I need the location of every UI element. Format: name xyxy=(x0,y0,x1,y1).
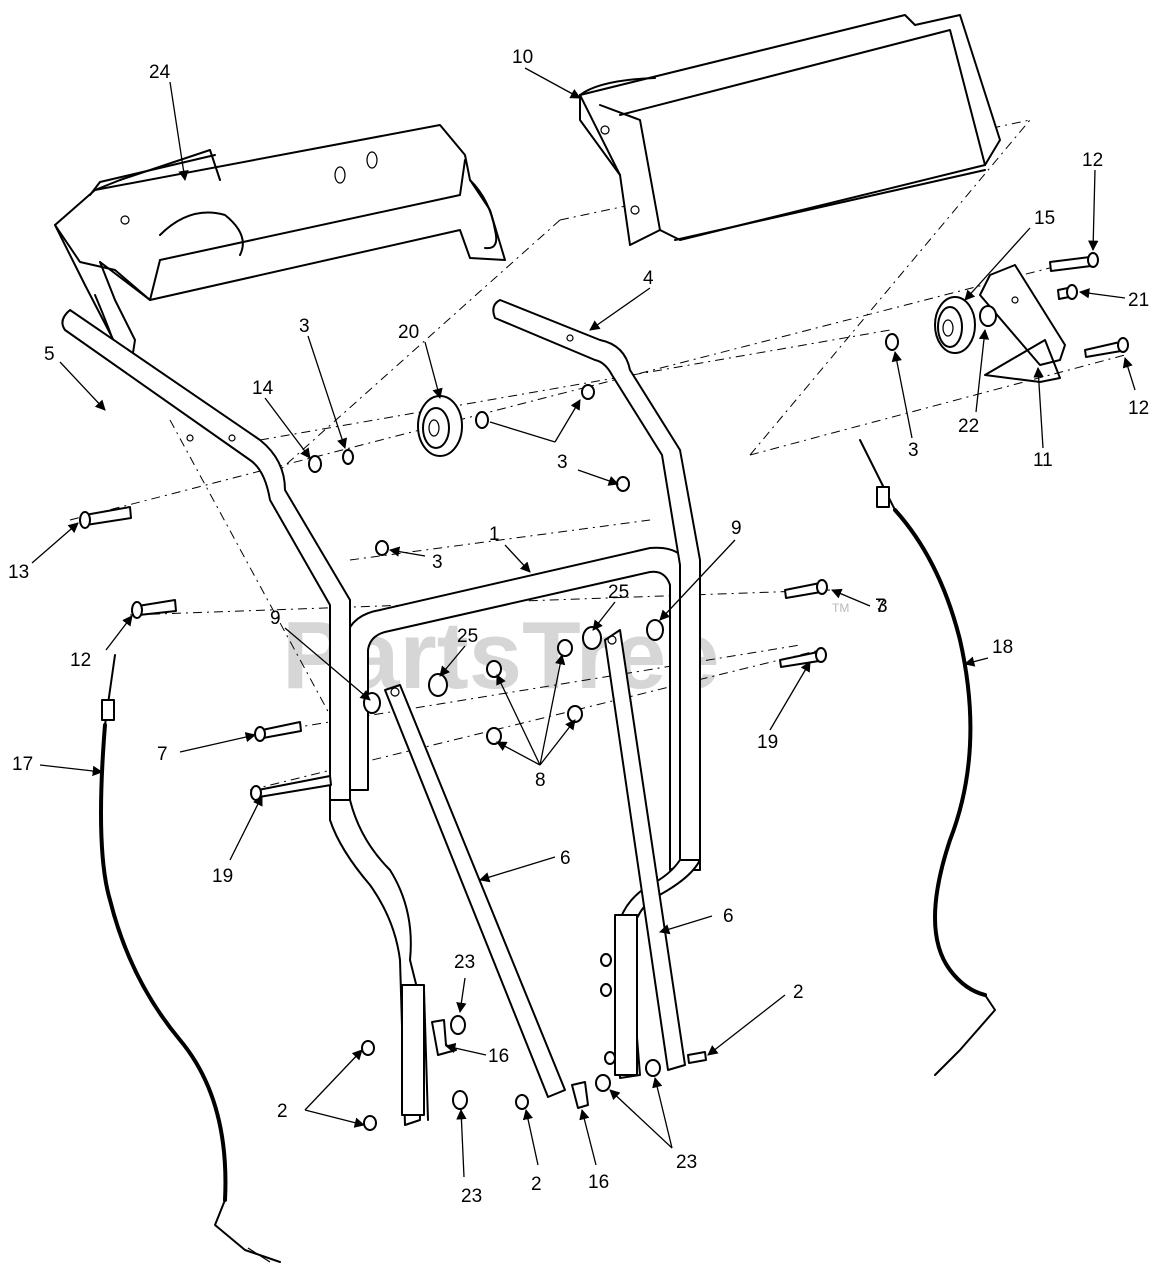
callout-19: 19 xyxy=(757,732,778,753)
nuts-and-washers xyxy=(308,333,899,1131)
pulley-part-15 xyxy=(934,296,976,354)
callout-18: 18 xyxy=(992,637,1013,658)
left-lower-leg xyxy=(329,799,429,1126)
callout-7: 7 xyxy=(157,744,168,765)
callout-24: 24 xyxy=(149,62,171,83)
link-rod-part-6-right xyxy=(604,629,686,1071)
callout-25: 25 xyxy=(457,626,478,647)
callout-14: 14 xyxy=(252,378,274,399)
callout-3: 3 xyxy=(432,552,443,573)
callout-labels: 24 10 12 15 21 4 3 20 5 14 3 22 12 11 3 … xyxy=(8,47,1149,1207)
callout-2: 2 xyxy=(793,982,804,1003)
callout-4: 4 xyxy=(643,268,654,289)
callout-1: 1 xyxy=(489,524,500,545)
callout-11: 11 xyxy=(1033,450,1053,471)
pulley-part-20 xyxy=(417,395,463,457)
callout-3: 3 xyxy=(299,316,310,337)
bolts xyxy=(79,252,1129,1064)
upper-handle-part-4 xyxy=(492,299,701,871)
callout-6: 6 xyxy=(723,906,734,927)
callout-12: 12 xyxy=(1082,150,1103,171)
upper-panel-part-10 xyxy=(579,14,1001,246)
callout-19: 19 xyxy=(212,866,233,887)
callout-16: 16 xyxy=(488,1046,509,1067)
callout-13: 13 xyxy=(8,562,29,583)
callout-8: 8 xyxy=(535,770,546,791)
watermark-trademark: TM xyxy=(832,601,849,615)
callout-23: 23 xyxy=(461,1186,482,1207)
cable-part-17 xyxy=(99,654,281,1263)
leader-lines xyxy=(31,67,1136,1178)
callout-9: 9 xyxy=(270,608,281,629)
callout-9: 9 xyxy=(731,518,742,539)
cable-part-18 xyxy=(859,439,996,1076)
callout-3: 3 xyxy=(877,596,888,617)
callout-16: 16 xyxy=(588,1172,609,1193)
main-handle-part-1 xyxy=(344,546,691,871)
callout-12: 12 xyxy=(1128,398,1149,419)
callout-3: 3 xyxy=(557,452,568,473)
callout-17: 17 xyxy=(12,754,33,775)
callout-10: 10 xyxy=(512,47,533,68)
callout-7: 7 xyxy=(875,596,886,617)
callout-25: 25 xyxy=(608,582,629,603)
callout-20: 20 xyxy=(398,322,419,343)
callout-22: 22 xyxy=(958,416,979,437)
callout-6: 6 xyxy=(560,848,571,869)
callout-3: 3 xyxy=(908,440,919,461)
callout-2: 2 xyxy=(531,1174,542,1195)
callout-12: 12 xyxy=(70,650,91,671)
console-bracket-part-24 xyxy=(54,124,506,373)
callout-21: 21 xyxy=(1128,290,1149,311)
bushing-part-22 xyxy=(979,305,997,327)
callout-15: 15 xyxy=(1034,208,1055,229)
pulley-bracket-part-11 xyxy=(979,264,1066,383)
callout-23: 23 xyxy=(676,1152,697,1173)
upper-handle-part-5 xyxy=(61,309,351,801)
callout-2: 2 xyxy=(277,1101,288,1122)
callout-23: 23 xyxy=(454,952,475,973)
link-rod-part-6-left xyxy=(384,684,566,1098)
callout-5: 5 xyxy=(44,344,55,365)
